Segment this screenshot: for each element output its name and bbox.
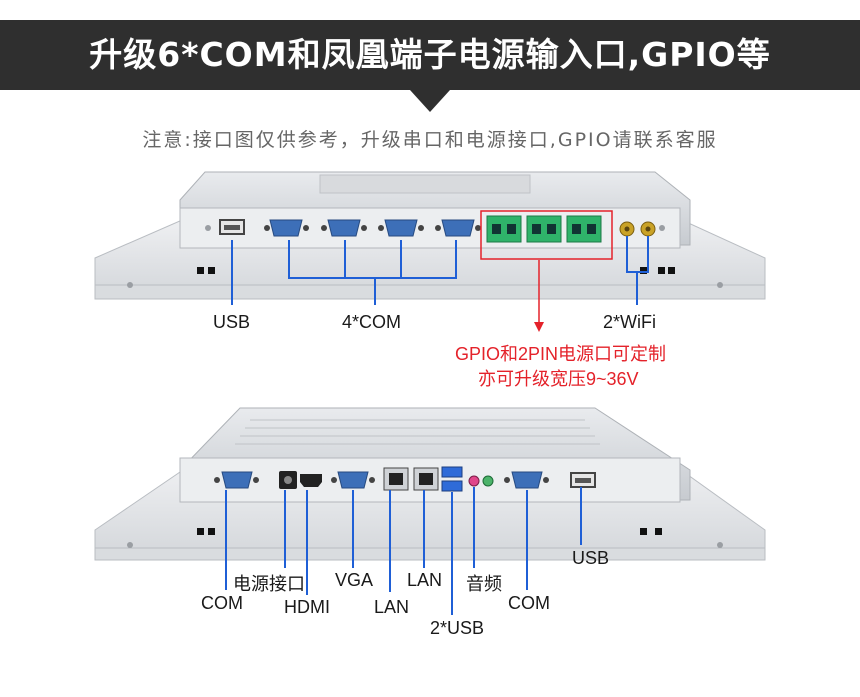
terminal-block-icon [526, 215, 562, 243]
com-left-label: COM [201, 593, 243, 613]
note-text: 注意:接口图仅供参考，升级串口和电源接口,GPIO请联系客服 [142, 129, 718, 151]
usb-label: USB [213, 312, 251, 332]
bottom-device [94, 407, 766, 615]
gpio-note-line2: 亦可升级宽压9~36V [478, 369, 639, 389]
callout-lines [225, 487, 582, 615]
antenna-connector-icon [640, 221, 656, 237]
callout-lines [231, 236, 649, 305]
top-device [94, 171, 766, 332]
power-jack-icon [279, 471, 297, 489]
usb-right-label: USB [572, 548, 610, 568]
antenna-connector-icon [619, 221, 635, 237]
audio-jack-icon [468, 475, 494, 487]
terminal-block-icon [566, 215, 602, 243]
com-port-icon [378, 219, 424, 237]
banner-title: 升级6*COM和凤凰端子电源输入口,GPIO等 [89, 35, 771, 74]
com-port-icon [214, 471, 259, 489]
com-right-label: COM [508, 593, 550, 613]
com-port-icon [321, 219, 367, 237]
title-banner: 升级6*COM和凤凰端子电源输入口,GPIO等 [0, 20, 860, 90]
lan-label: LAN [407, 570, 443, 590]
gpio-note-line1: GPIO和2PIN电源口可定制 [455, 344, 667, 364]
hdmi-port-icon [300, 474, 322, 487]
lan-port-icon [383, 467, 409, 491]
gpio-highlight-box [480, 210, 613, 260]
usb2-label: 2*USB [430, 618, 485, 638]
lan-label: LAN [374, 597, 410, 617]
com-port-icon [435, 219, 481, 237]
lan-port-icon [413, 467, 439, 491]
hdmi-label: HDMI [284, 597, 330, 617]
usb-port-icon [219, 219, 245, 235]
usb-port-icon [570, 472, 596, 488]
vga-port-icon [331, 471, 375, 489]
com-port-icon [504, 471, 549, 489]
wifi-label: 2*WiFi [603, 312, 656, 332]
usb3-port-icon [441, 466, 463, 492]
gpio-arrow [534, 260, 544, 332]
banner-pointer [410, 90, 450, 112]
power-label: 电源接口 [233, 574, 305, 594]
com-port-icon [264, 219, 309, 237]
terminal-block-icon [486, 215, 522, 243]
vga-label: VGA [335, 570, 374, 590]
audio-label: 音频 [466, 574, 502, 594]
com-label: 4*COM [342, 312, 402, 332]
